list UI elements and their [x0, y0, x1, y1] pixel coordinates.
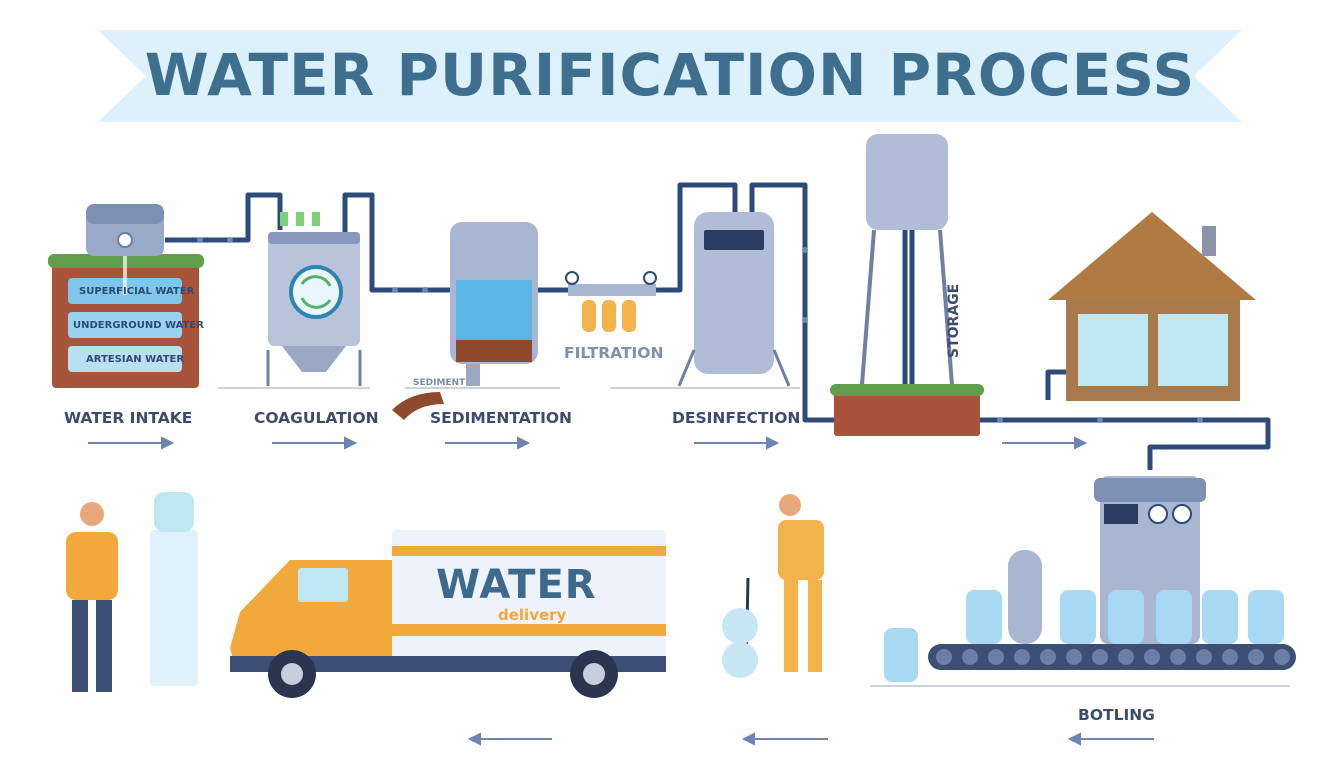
disinfection-tank — [677, 212, 791, 387]
water-intake — [48, 204, 204, 388]
step-label-storage: STORAGE — [946, 283, 962, 358]
step-label-water-intake: WATER INTAKE — [64, 409, 193, 427]
truck-brand-text: WATER — [436, 562, 597, 608]
step-label-filtration: FILTRATION — [564, 344, 664, 362]
source-label-underground: UNDERGROUND WATER — [73, 320, 204, 331]
title-area: WATER PURIFICATION PROCESS — [100, 28, 1240, 122]
title-banner — [98, 30, 1242, 122]
filtration-unit — [565, 271, 657, 332]
step-label-sedimentation: SEDIMENTATION — [430, 409, 573, 427]
arrows — [88, 436, 1154, 746]
worker-with-cart — [722, 494, 824, 678]
delivery-truck — [230, 530, 666, 698]
step-label-disinfection: DESINFECTION — [672, 409, 801, 427]
truck-delivery-text: delivery — [498, 606, 567, 624]
source-label-artesian: ARTESIAN WATER — [86, 354, 185, 365]
source-label-superficial: SUPERFICIAL WATER — [79, 286, 195, 297]
sediment-label: SEDIMENT — [413, 378, 466, 388]
man-and-cooler — [66, 492, 198, 692]
page-title: WATER PURIFICATION PROCESS — [144, 41, 1196, 109]
sedimentation-tank — [392, 222, 538, 420]
coagulation-tank — [266, 212, 362, 386]
bottling-line — [884, 476, 1296, 682]
house — [1048, 212, 1256, 401]
storage-tower — [830, 134, 984, 436]
step-label-coagulation: COAGULATION — [254, 409, 379, 427]
step-label-bottling: BOTLING — [1078, 706, 1155, 724]
